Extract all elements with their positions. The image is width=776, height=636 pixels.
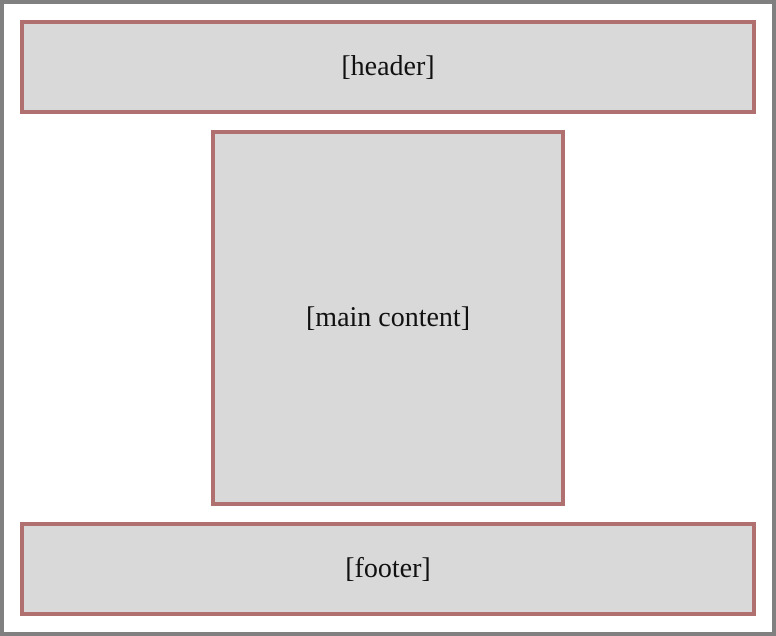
- main-content-label: [main content]: [305, 302, 471, 333]
- header-region: [header]: [20, 20, 756, 114]
- footer-label: [footer]: [345, 553, 431, 584]
- main-content-region: [main content]: [211, 130, 565, 506]
- header-label: [header]: [341, 51, 435, 82]
- footer-region: [footer]: [20, 522, 756, 616]
